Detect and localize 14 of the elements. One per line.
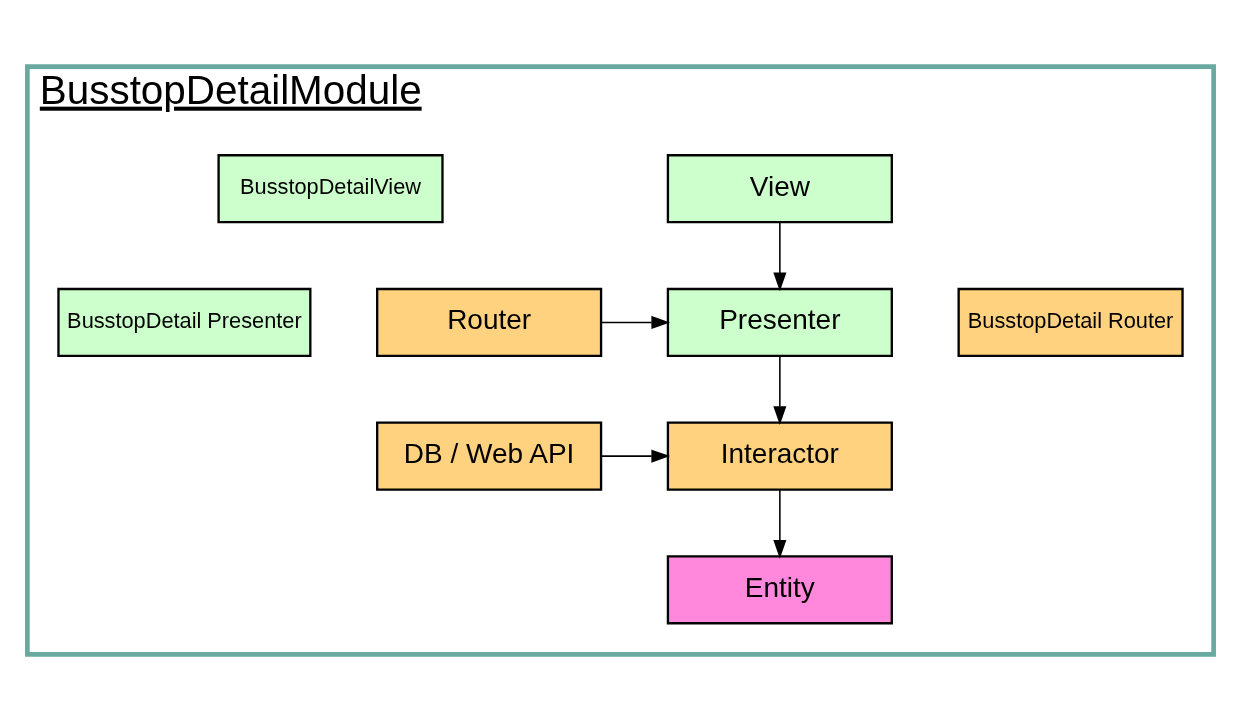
- node-box: DB / Web API: [376, 421, 603, 491]
- arrow: [600, 315, 671, 329]
- node-box: Router: [376, 287, 603, 357]
- arrow: [773, 489, 787, 559]
- node-box: Entity: [666, 555, 893, 625]
- node-box: Presenter: [666, 287, 893, 357]
- arrow: [600, 449, 671, 463]
- node-box: View: [666, 154, 893, 224]
- arrow: [773, 221, 787, 292]
- node-box: Interactor: [666, 421, 893, 491]
- node-box: BusstopDetail Router: [957, 287, 1184, 357]
- node-box: BusstopDetailView: [217, 154, 444, 224]
- node-box: BusstopDetail Presenter: [57, 287, 312, 357]
- arrow: [773, 355, 787, 425]
